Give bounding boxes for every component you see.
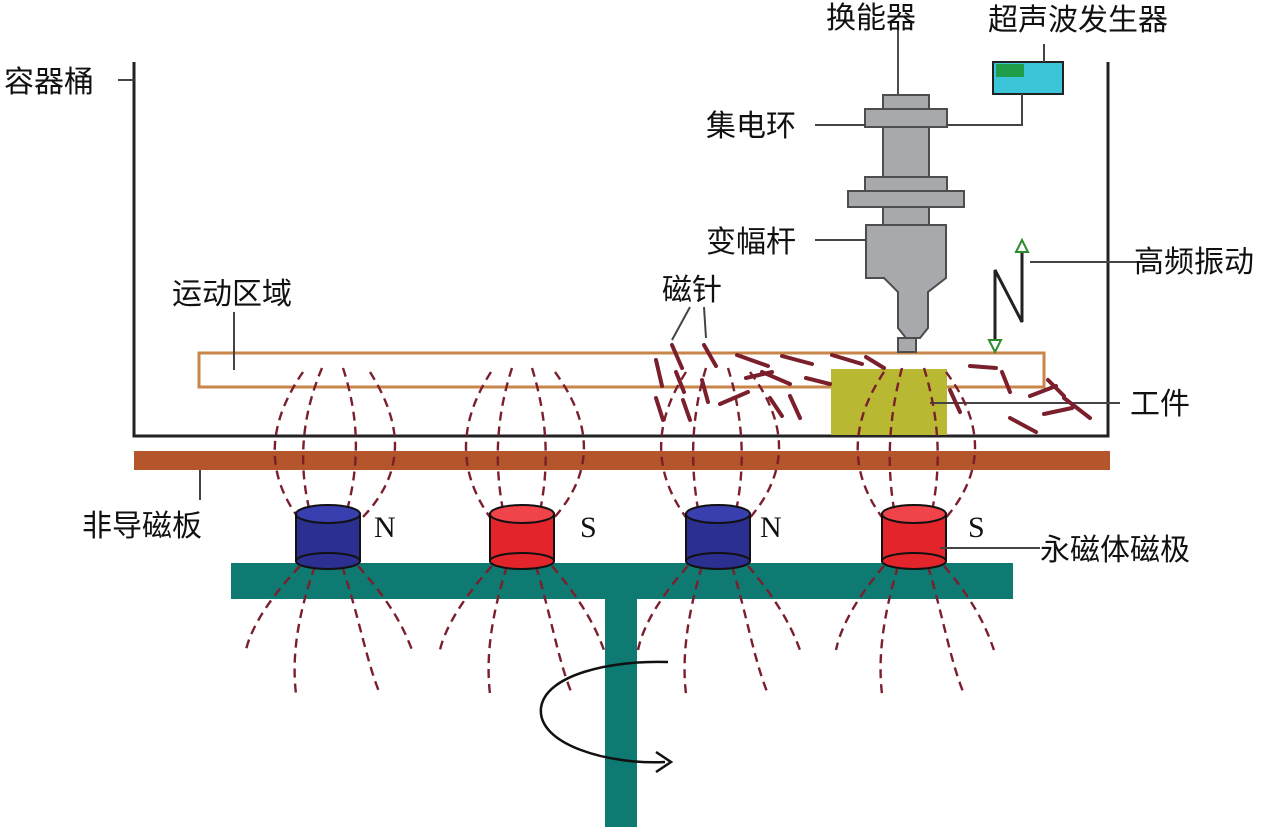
rotation-arrowhead <box>655 750 674 774</box>
magnet-pole-2 <box>489 504 555 570</box>
magnet-pole-1 <box>295 504 361 570</box>
label-vibration: 高频振动 <box>1134 245 1254 280</box>
label-magnetic-needles: 磁针 <box>662 273 722 308</box>
label-motion-zone: 运动区域 <box>172 277 292 312</box>
magnetic-needles <box>654 343 1092 434</box>
ultrasonic-transducer-assembly <box>847 30 965 353</box>
label-workpiece: 工件 <box>1130 387 1190 422</box>
magnet-pole-4 <box>881 504 947 570</box>
motion-zone <box>197 351 1046 389</box>
label-transducer: 换能器 <box>826 1 916 36</box>
rotation-arrow <box>539 660 669 764</box>
pole-label-2: S <box>580 511 597 544</box>
label-plate: 非导磁板 <box>82 509 202 544</box>
pole-label-3: N <box>760 511 782 544</box>
label-container: 容器桶 <box>4 65 94 100</box>
non-magnetic-plate <box>134 451 1110 470</box>
magnetic-field-lines <box>244 367 996 695</box>
rotating-shaft <box>605 599 637 827</box>
label-magnet-poles: 永磁体磁极 <box>1040 533 1190 568</box>
vibration-indicator <box>987 237 1030 355</box>
magnet-pole-3 <box>685 504 751 570</box>
workpiece <box>831 369 947 435</box>
generator-indicator <box>996 64 1024 77</box>
label-horn: 变幅杆 <box>706 225 796 260</box>
label-generator: 超声波发生器 <box>988 3 1168 38</box>
label-slip-ring: 集电环 <box>706 109 796 144</box>
pole-label-4: S <box>968 511 985 544</box>
pole-label-1: N <box>374 511 396 544</box>
container-bucket <box>132 62 1110 438</box>
